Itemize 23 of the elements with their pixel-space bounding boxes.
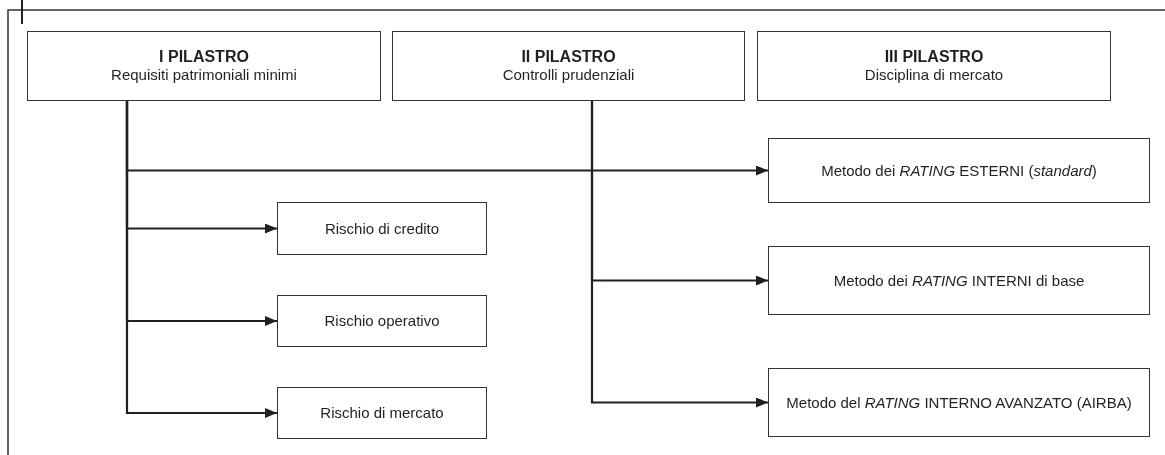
- arrow: [125, 101, 277, 418]
- box-label: Rischio operativo: [324, 312, 440, 330]
- pillar-box: [757, 31, 1111, 101]
- pillar-title: II PILASTRO: [521, 48, 616, 66]
- pillar-subtitle: Disciplina di mercato: [864, 66, 1004, 84]
- arrow: [590, 101, 768, 408]
- box-label: Rischio di credito: [324, 219, 440, 238]
- pillar-title: III PILASTRO: [884, 48, 984, 66]
- method-box: [277, 387, 487, 439]
- pillar-box: [392, 31, 745, 101]
- method-box: [768, 368, 1150, 437]
- pillar-title: I PILASTRO: [159, 48, 249, 66]
- pillar-subtitle: Requisiti patrimoniali minimi: [111, 66, 297, 84]
- method-box: [768, 138, 1150, 203]
- box-label: Metodo dei RATING INTERNI di base: [833, 271, 1085, 290]
- box-label: Metodo dei RATING ESTERNI (standard): [821, 161, 1097, 180]
- method-box: [277, 202, 487, 255]
- pillar-subtitle: Controlli prudenziali: [502, 66, 635, 84]
- box-label: Metodo del RATING INTERNO AVANZATO (AIRBA): [786, 393, 1132, 412]
- box-label: Rischio di mercato: [320, 404, 444, 422]
- method-box: [768, 246, 1150, 315]
- method-box: [277, 295, 487, 347]
- pillar-box: [27, 31, 381, 101]
